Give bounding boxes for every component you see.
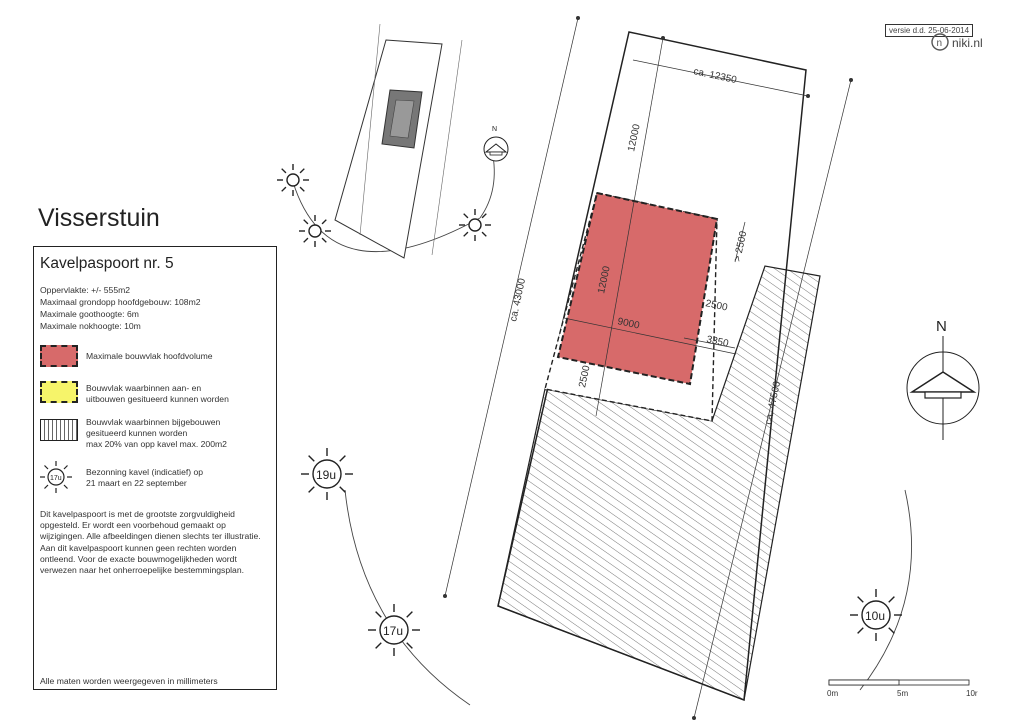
scale-10: 10r [966, 689, 978, 698]
sun-ray [339, 486, 346, 493]
page-title: Visserstuin [38, 204, 160, 232]
sun-ray [375, 611, 382, 618]
sun-ray [481, 213, 487, 219]
dim-side-2500: 2500 [704, 298, 728, 313]
legend-outbuildings-label: Bouwvlak waarbinnen bijgebouwen gesituee… [86, 417, 227, 450]
north-label: N [936, 318, 947, 335]
sun-ray [463, 213, 469, 219]
sun-ray [857, 596, 864, 603]
swatch-extension [40, 381, 78, 403]
swatch-main-build [40, 345, 78, 367]
sun-ray [281, 168, 287, 174]
dim-side-gt: > 2500 [732, 230, 749, 263]
sun-ray [463, 231, 469, 237]
compass-large [906, 336, 980, 440]
legend-extension-line1: Bouwvlak waarbinnen aan- en [86, 383, 202, 393]
sun-ray [321, 237, 327, 243]
footnote-units: Alle maten worden weergegeven in millime… [40, 676, 218, 686]
sun-icon: 17u [40, 461, 72, 493]
dim-width-top: ca. 12350 [692, 66, 738, 86]
logo-icon: n [931, 33, 949, 51]
keyplan [334, 23, 463, 259]
sun-icon-label: 17u [50, 475, 62, 482]
scale-0: 0m [827, 689, 838, 698]
sun-ray [888, 596, 895, 603]
sun-ray [406, 611, 413, 618]
spec-ridge-height: Maximale nokhoogte: 10m [40, 321, 141, 331]
disclaimer-text: Dit kavelpaspoort is met de grootste zor… [40, 509, 261, 576]
sun-ray [339, 455, 346, 462]
legend-outbuildings-line1: Bouwvlak waarbinnen bijgebouwen [86, 417, 221, 427]
sun-ray [375, 642, 382, 649]
svg-text:n: n [937, 38, 943, 49]
sun-ray [857, 627, 864, 634]
dim-front-depth: 12000 [626, 123, 643, 153]
sun-ray [888, 627, 895, 634]
legend-outbuildings-line3: max 20% van opp kavel max. 200m2 [86, 439, 227, 449]
dim-rear-2500: 2500 [577, 364, 592, 388]
sun-ray [299, 168, 305, 174]
legend-sun-line1: Bezonning kavel (indicatief) op [86, 467, 204, 477]
dim-build-width: 9000 [616, 316, 640, 331]
legend-main-build-label: Maximale bouwvlak hoofdvolume [86, 351, 213, 361]
spec-ground-area: Maximaal grondopp hoofdgebouw: 108m2 [40, 297, 201, 307]
scale-bar [828, 679, 970, 686]
sun-ray [308, 455, 315, 462]
lot-outline [497, 31, 807, 702]
dim-side-3350: 3350 [705, 334, 729, 349]
sun-ray [481, 231, 487, 237]
sun-ray [303, 237, 309, 243]
legend-sun-line2: 21 maart en 22 september [86, 478, 187, 488]
sun-ray [299, 186, 305, 192]
spec-gutter-height: Maximale goothoogte: 6m [40, 309, 139, 319]
sun-ray [406, 642, 413, 649]
legend-heading: Kavelpaspoort nr. 5 [40, 255, 174, 272]
dim-length-left: ca. 43000 [508, 277, 528, 323]
north-label-small: N [492, 126, 497, 133]
scale-5: 5m [897, 689, 908, 698]
sun-path-arc-right [859, 489, 913, 691]
legend-extension-label: Bouwvlak waarbinnen aan- en uitbouwen ge… [86, 383, 229, 405]
sun-10u-label: 10u [865, 609, 885, 623]
sun-ray [303, 219, 309, 225]
sun-19u-label: 19u [316, 468, 336, 482]
legend-extension-line2: uitbouwen gesitueerd kunnen worden [86, 394, 229, 404]
logo-text: niki.nl [952, 36, 983, 50]
legend-outbuildings-line2: gesitueerd kunnen worden [86, 428, 188, 438]
compass-small [483, 136, 509, 162]
legend-sun-label: Bezonning kavel (indicatief) op 21 maart… [86, 467, 203, 489]
sun-ray [321, 219, 327, 225]
sun-path-arc-left [344, 489, 471, 706]
sun-17u-label: 17u [383, 624, 403, 638]
version-label: versie d.d. 25-06-2014 [885, 24, 974, 37]
sun-ray [281, 186, 287, 192]
swatch-outbuildings [40, 419, 78, 441]
legend-panel: Kavelpaspoort nr. 5 Oppervlakte: +/- 555… [33, 246, 277, 690]
spec-list: Oppervlakte: +/- 555m2 Maximaal grondopp… [40, 284, 201, 332]
main-build-zone [556, 191, 719, 386]
spec-area: Oppervlakte: +/- 555m2 [40, 285, 131, 295]
keyplan-arc [292, 181, 481, 253]
sun-ray [308, 486, 315, 493]
